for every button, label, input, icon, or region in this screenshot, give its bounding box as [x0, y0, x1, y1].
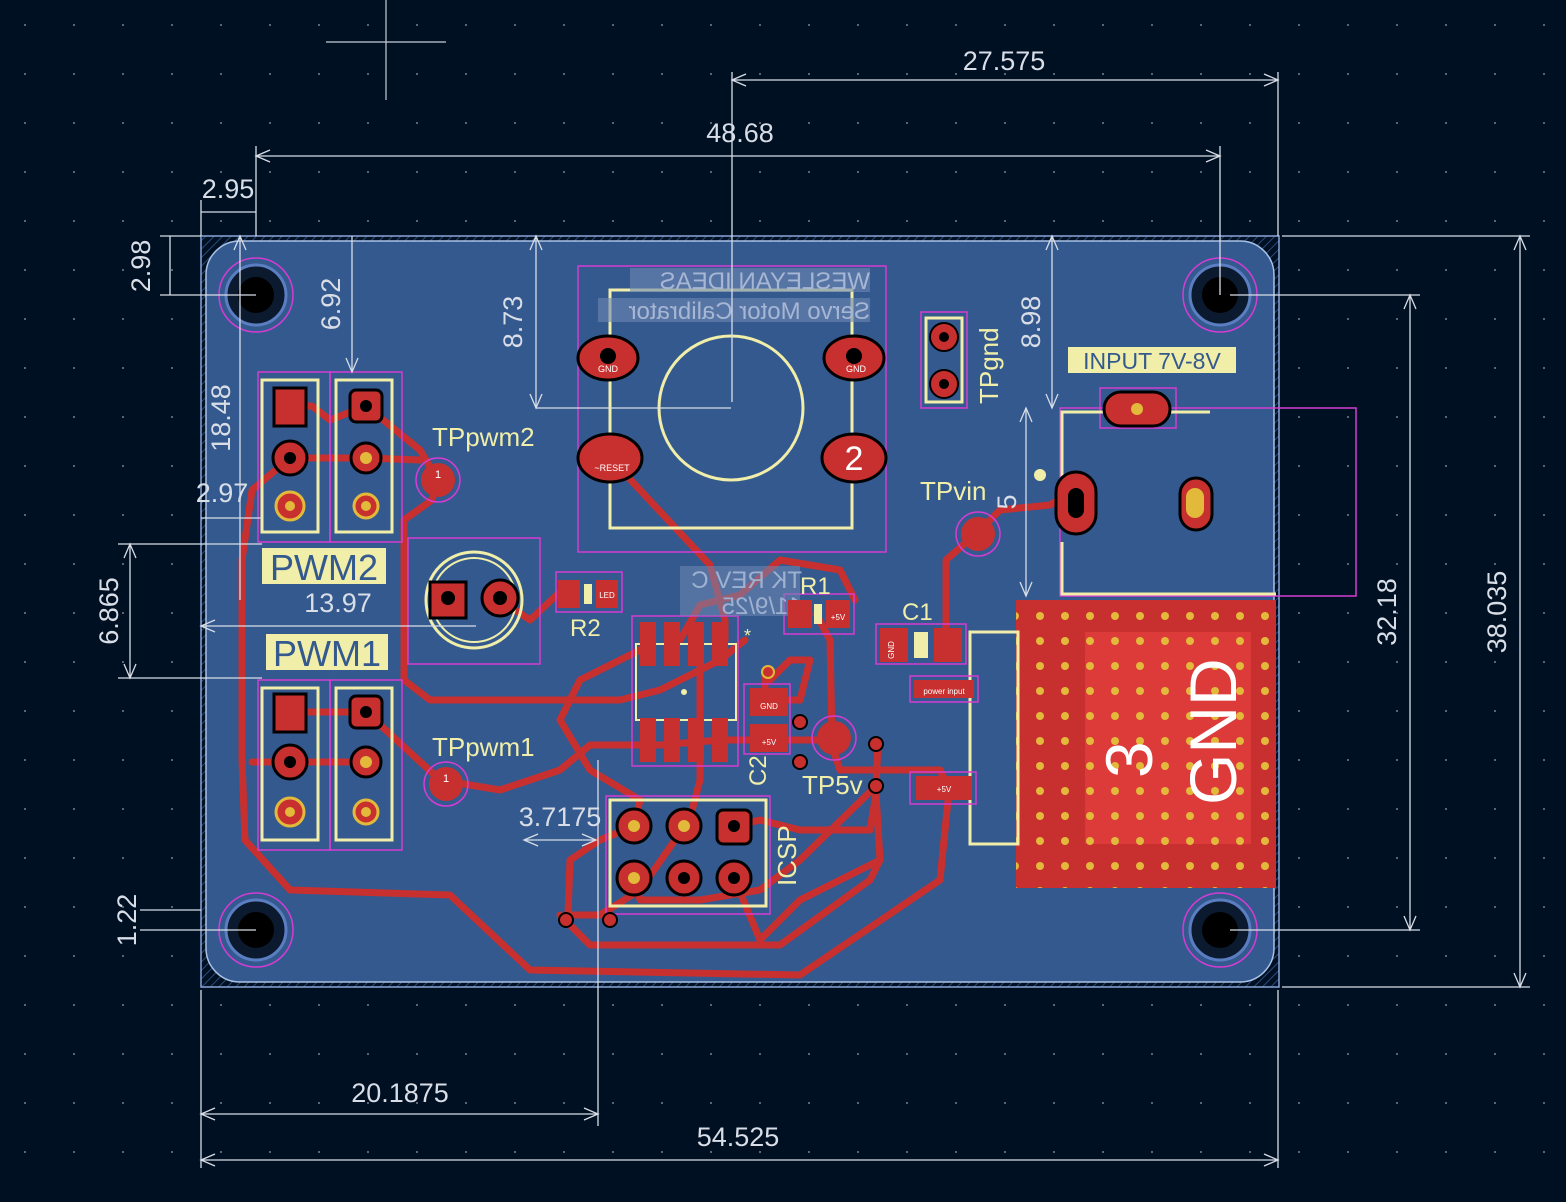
capacitor-c2[interactable]: GND +5V — [750, 665, 788, 752]
test-point-vin[interactable] — [955, 511, 1001, 557]
test-point-gnd[interactable] — [924, 316, 964, 404]
pad-label: +5V — [762, 738, 777, 747]
input-label: INPUT 7V-8V — [1083, 348, 1221, 374]
dimension-lines — [118, 72, 1530, 1168]
tp-pwm1-label: TPpwm1 — [432, 732, 535, 762]
pad-number: 2 — [845, 440, 864, 478]
crosshair-cursor — [326, 0, 446, 100]
pad-label: GND — [887, 641, 896, 659]
board-title-line1: WESLEYAN IDEAS — [660, 268, 870, 295]
power-input-pad[interactable]: power input — [914, 680, 974, 698]
resistor-r2[interactable]: LED — [558, 580, 618, 608]
pad-label: LED — [599, 591, 615, 600]
dimension-value: 5 — [992, 494, 1022, 509]
dimension-value: 48.68 — [706, 118, 774, 148]
dimension-value: 8.98 — [1016, 296, 1046, 349]
pwm2-label: PWM2 — [270, 547, 378, 588]
resistor-r1[interactable]: +5V — [788, 600, 850, 628]
tp-gnd-label: TPgnd — [974, 327, 1004, 404]
test-point-pwm2[interactable]: 1 — [415, 457, 461, 503]
dimension-value: 13.97 — [304, 588, 372, 618]
gnd-power-pad[interactable]: 3 GND — [968, 600, 1276, 888]
dimension-value: 54.525 — [697, 1122, 780, 1152]
pwm2-header[interactable] — [260, 378, 394, 534]
board-revision: TK REV C 11/9/25 — [680, 566, 802, 620]
dimension-value: 20.1875 — [351, 1078, 449, 1108]
dimension-value: 8.73 — [498, 296, 528, 349]
c1-label: C1 — [902, 599, 933, 626]
dimension-value: 3.7175 — [519, 802, 602, 832]
pad-label: ~RESET — [594, 463, 630, 473]
dimension-value: 6.865 — [94, 577, 124, 645]
input-label-group: INPUT 7V-8V — [1068, 347, 1236, 374]
led-footprint[interactable] — [424, 550, 524, 650]
pad-label: GND — [846, 364, 867, 374]
board-title-line2: Servo Motor Calibrator — [629, 298, 870, 325]
ic-pin1-marker: * — [744, 626, 751, 646]
svg-text:1: 1 — [443, 773, 449, 785]
dc-input-jack[interactable] — [1034, 390, 1276, 596]
reference-labels: TPpwm2 TPpwm1 TPgnd TPvin TP5v R1 R2 C1 … — [432, 327, 1004, 886]
dimension-value: 18.48 — [206, 384, 236, 452]
pad-label: GND — [760, 702, 778, 711]
pwm1-label-group: PWM1 — [266, 633, 388, 674]
tp-pwm2-label: TPpwm2 — [432, 422, 535, 452]
board-title: WESLEYAN IDEAS Servo Motor Calibrator — [598, 268, 870, 325]
dimension-value: 2.97 — [196, 478, 249, 508]
solder-jumpers[interactable] — [558, 714, 884, 928]
tp-vin-label: TPvin — [920, 476, 986, 506]
dimension-labels: 27.575 48.68 2.95 2.98 6.92 8.73 8.98 18… — [94, 46, 1512, 1152]
pad-label: power input — [923, 687, 965, 696]
tp-5v-label: TP5v — [802, 770, 863, 800]
plus5v-pad[interactable]: +5V — [916, 776, 972, 800]
dimension-value: 2.95 — [202, 174, 255, 204]
icsp-header[interactable] — [608, 798, 768, 908]
gnd-pad-name: GND — [1176, 658, 1250, 805]
gnd-pad-number: 3 — [1092, 741, 1166, 778]
dimension-value: 32.18 — [1372, 578, 1402, 646]
revision-date: 11/9/25 — [722, 593, 800, 620]
test-point-5v[interactable] — [811, 715, 857, 761]
dimension-value: 6.92 — [316, 278, 346, 331]
dimension-value: 2.98 — [126, 240, 156, 293]
pad-label: +5V — [937, 785, 952, 794]
c2-label: C2 — [745, 755, 772, 786]
svg-text:1: 1 — [435, 469, 441, 481]
revision-text: TK REV C — [691, 567, 802, 594]
microcontroller-ic[interactable] — [635, 622, 737, 762]
pwm1-label: PWM1 — [273, 633, 381, 674]
mounting-hole[interactable] — [1182, 892, 1258, 968]
test-point-pwm1[interactable]: 1 — [423, 761, 469, 807]
capacitor-c1[interactable]: GND — [880, 628, 962, 662]
pwm2-label-group: PWM2 — [262, 547, 386, 588]
r1-label: R1 — [800, 573, 831, 600]
r2-label: R2 — [570, 615, 601, 642]
pwm1-header[interactable] — [260, 686, 394, 842]
dimension-value: 27.575 — [963, 46, 1046, 76]
icsp-label: ICSP — [772, 825, 802, 886]
dimension-value: 1.22 — [112, 894, 142, 947]
pad-label: +5V — [831, 613, 846, 622]
pad-label: GND — [598, 364, 619, 374]
dimension-value: 38.035 — [1482, 571, 1512, 654]
